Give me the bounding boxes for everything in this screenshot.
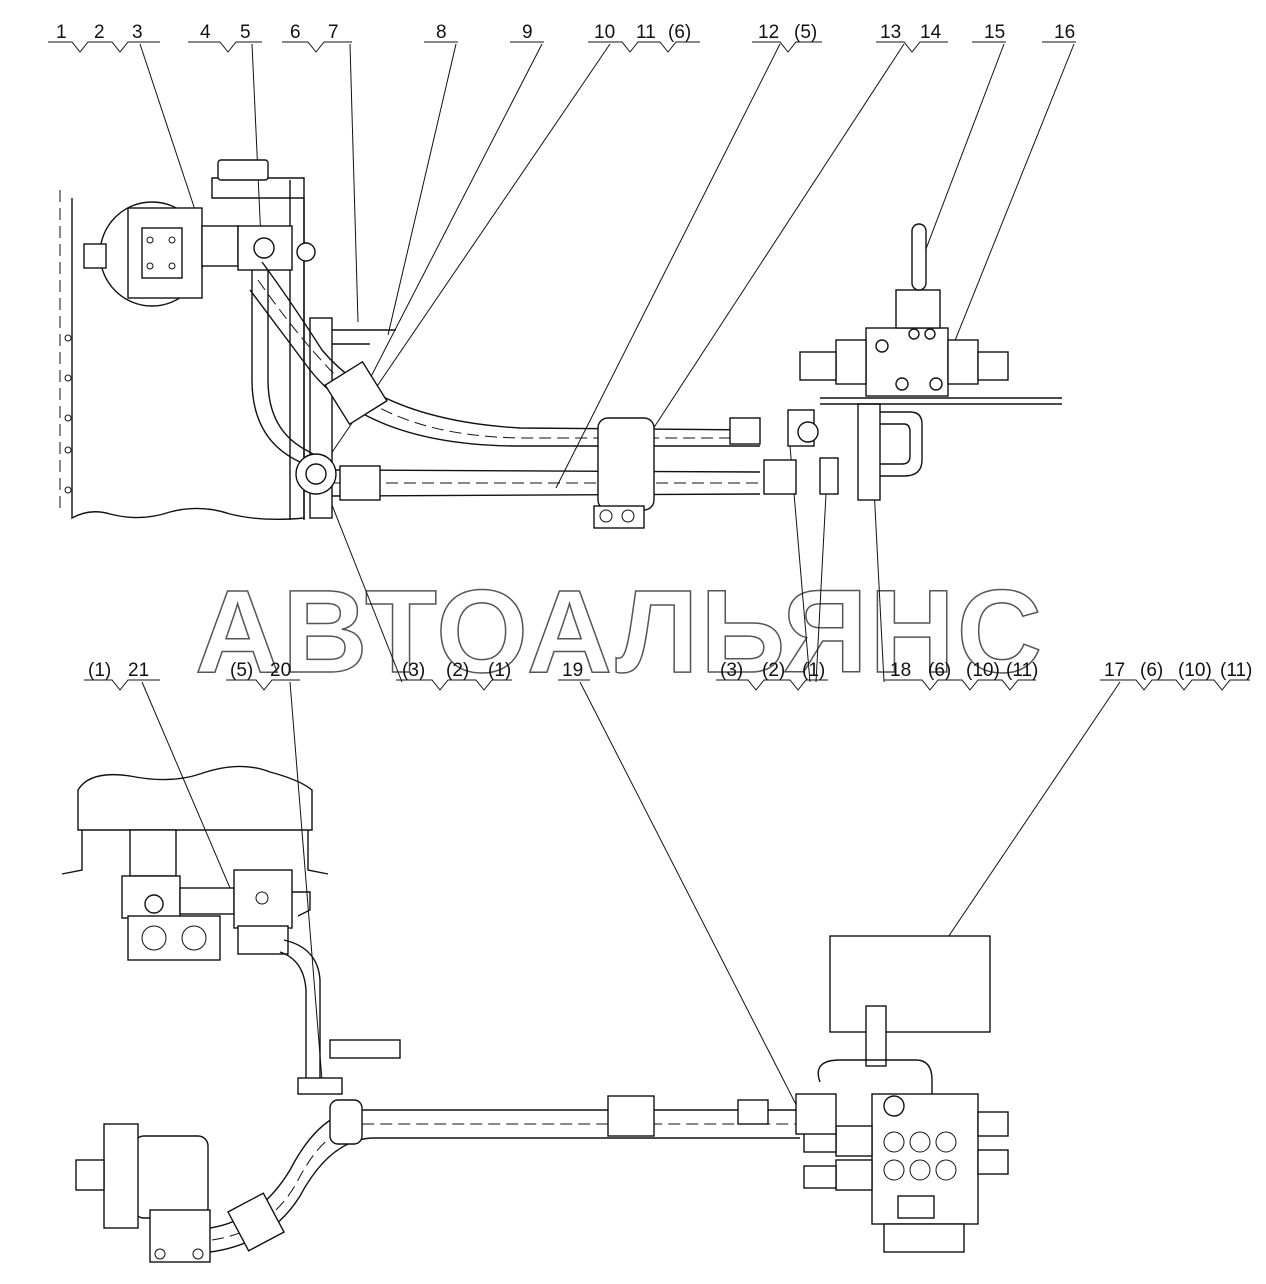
callout-label: (3) (402, 660, 425, 681)
top-assembly (59, 159, 1062, 529)
callout-label: 2 (94, 22, 105, 43)
pipe-clamp (597, 417, 655, 511)
callout-label: 5 (240, 22, 251, 43)
pressure-hose-lower (209, 1109, 800, 1229)
callout-label: 10 (594, 22, 615, 43)
valve-bracket-box (829, 935, 991, 1033)
callout-label: 14 (920, 22, 942, 43)
callout-label: 16 (1054, 22, 1075, 43)
callout-label: (2) (446, 660, 469, 681)
callout-label: 20 (270, 660, 291, 681)
callout-label: 4 (200, 22, 211, 43)
pressure-hose-upper (261, 261, 761, 431)
callout-label: (3) (720, 660, 743, 681)
callout-underlines-mid (84, 679, 1250, 691)
tank-top (77, 765, 313, 831)
callout-label: 7 (328, 22, 339, 43)
callout-label: (1) (88, 660, 111, 681)
callout-label: 3 (132, 22, 143, 43)
callout-label: 17 (1104, 660, 1125, 681)
callout-label: (1) (802, 660, 825, 681)
callout-label: 1 (56, 22, 67, 43)
callout-label: 9 (522, 22, 533, 43)
bottom-assembly (61, 765, 1009, 1263)
callout-label: 19 (562, 660, 583, 681)
callout-label: (5) (230, 660, 253, 681)
valve-lever (911, 223, 927, 291)
callout-label: 12 (758, 22, 779, 43)
watermark-text: АВТОАЛЬЯНС (195, 566, 1044, 698)
callout-label: 11 (636, 22, 656, 43)
suction-pipe-lower (279, 951, 307, 1094)
callout-label: 18 (890, 660, 911, 681)
callout-labels-mid: (1) 21 (5) 20 (3) (2) (1) 19 (3) (2) (1)… (88, 660, 1252, 681)
callout-label: (5) (794, 22, 817, 43)
return-hose (331, 469, 761, 473)
callout-label: (11) (1006, 660, 1038, 681)
callout-label: (6) (928, 660, 951, 681)
callout-label: (1) (488, 660, 511, 681)
callout-label: (6) (1140, 660, 1163, 681)
tank-cap (217, 159, 269, 181)
callout-label: (6) (668, 22, 691, 43)
callout-label: (2) (762, 660, 785, 681)
callout-label: (10) (1178, 660, 1212, 681)
suction-pipe (251, 270, 321, 471)
callout-label: 21 (128, 660, 149, 681)
callout-label: (11) (1220, 660, 1252, 681)
engine-block (71, 177, 305, 521)
gear-pump (133, 1135, 209, 1219)
leader-lines (139, 43, 1121, 1129)
callout-label: 6 (290, 22, 301, 43)
callout-label: 13 (880, 22, 901, 43)
callout-label: 15 (984, 22, 1005, 43)
hose-clamp (324, 360, 388, 426)
callout-labels-top: 1 2 3 4 5 6 7 8 9 10 11 (6) 12 (5) 13 14… (56, 22, 1075, 43)
callout-label: (10) (966, 660, 1000, 681)
callout-label: 8 (436, 22, 447, 43)
callout-underlines (48, 41, 1076, 53)
